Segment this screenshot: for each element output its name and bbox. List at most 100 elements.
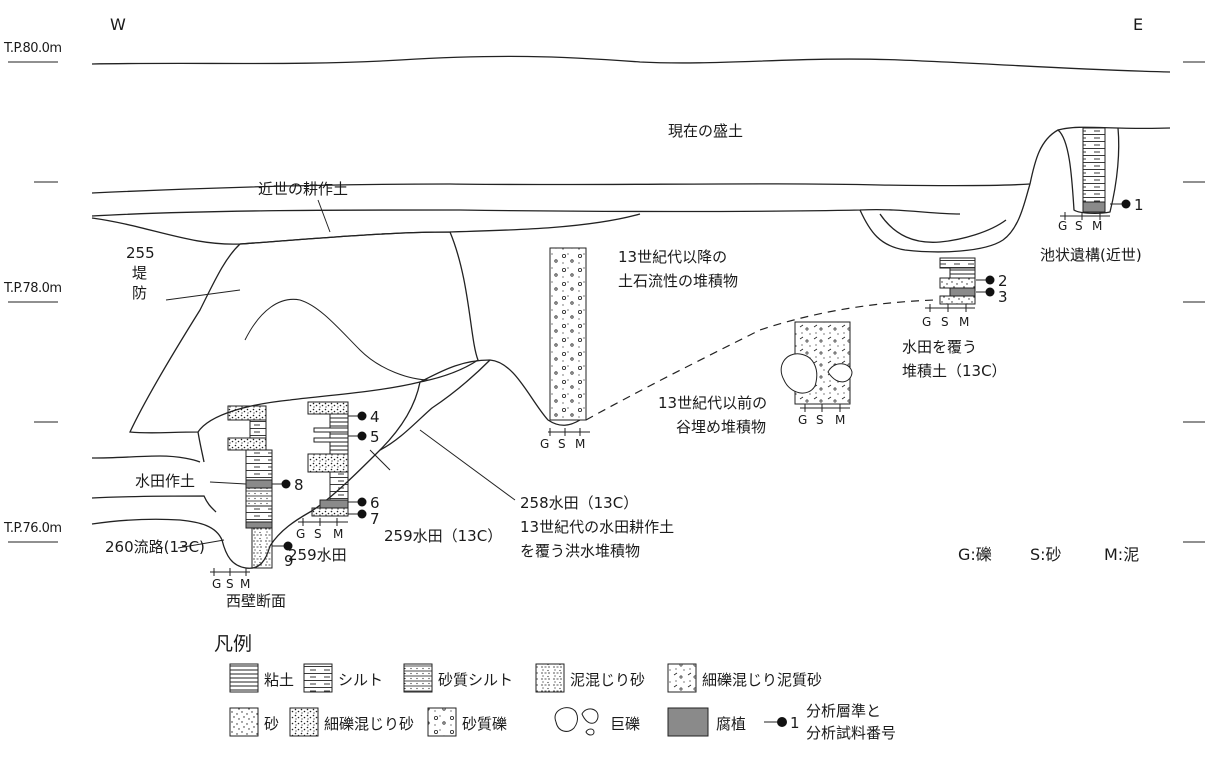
west-column xyxy=(307,401,349,415)
svg-text:S: S xyxy=(816,413,824,427)
svg-text:G: G xyxy=(212,577,221,591)
svg-text:6: 6 xyxy=(370,494,380,512)
sample-marker-7: 7 xyxy=(348,509,380,528)
grain-key-g: G:礫 xyxy=(958,545,992,564)
sample-marker-1: 1 xyxy=(1110,196,1144,214)
svg-text:泥混じり砂: 泥混じり砂 xyxy=(570,671,645,689)
svg-text:S: S xyxy=(1075,219,1083,233)
cultivated-soil-base-line xyxy=(91,208,961,217)
legend-item-humus: 腐植 xyxy=(667,707,746,737)
sample-marker-6: 6 xyxy=(348,494,380,512)
boulder-large xyxy=(780,353,818,394)
svg-text:M: M xyxy=(333,527,343,541)
legend-item-pebbly-sand: 細礫混じり砂 xyxy=(289,707,414,737)
valley-fill-dashed-line xyxy=(585,299,936,421)
valley-fill-label-1: 13世紀代以前の xyxy=(658,394,767,412)
pond-column-humus xyxy=(1082,201,1106,213)
paddy-258-label-1: 258水田（13C） xyxy=(520,494,638,512)
early-modern-soil-label: 近世の耕作土 xyxy=(258,180,348,198)
sample-marker-5: 5 xyxy=(348,428,380,446)
west-column xyxy=(313,427,349,433)
west-column xyxy=(249,419,267,439)
legend-item-sandy-silt: 砂質シルト xyxy=(403,663,513,693)
modern-fill-label: 現在の盛土 xyxy=(668,122,743,140)
paddy-258-line xyxy=(379,359,491,451)
levee-label-2: 防 xyxy=(132,284,147,302)
svg-text:1: 1 xyxy=(790,714,800,732)
svg-text:S: S xyxy=(941,315,949,329)
legend-item-sample-marker: 1 分析層準と 分析試料番号 xyxy=(764,702,896,742)
svg-text:M: M xyxy=(835,413,845,427)
west-column xyxy=(329,471,349,501)
modern-fill-edge xyxy=(1057,126,1171,131)
sample-marker-3: 3 xyxy=(976,287,1008,306)
west-column xyxy=(227,405,267,421)
svg-text:G: G xyxy=(798,413,807,427)
paddy-258-label-3: を覆う洪水堆積物 xyxy=(520,542,640,560)
ground-surface-line xyxy=(91,55,1171,73)
elevation-78m: T.P.78.0m xyxy=(3,281,62,296)
legend-item-pebbly-muddy-sand: 細礫混じり泥質砂 xyxy=(667,663,822,693)
grain-axis: G S M xyxy=(798,404,850,427)
svg-text:8: 8 xyxy=(294,476,304,494)
west-column xyxy=(245,487,273,507)
svg-text:1: 1 xyxy=(1134,196,1144,214)
svg-text:細礫混じり泥質砂: 細礫混じり泥質砂 xyxy=(702,671,822,689)
legend-item-clay: 粘土 xyxy=(229,663,294,693)
west-column xyxy=(319,499,349,509)
paddy-soil-line xyxy=(91,495,217,513)
svg-text:砂質シルト: 砂質シルト xyxy=(438,671,513,689)
debris-flow-label-1: 13世紀代以降の xyxy=(618,248,727,266)
svg-text:巨礫: 巨礫 xyxy=(610,715,640,733)
svg-text:腐植: 腐植 xyxy=(716,715,746,733)
west-wall-label: 西壁断面 xyxy=(226,592,286,610)
debris-column xyxy=(549,247,587,421)
pond-column xyxy=(1082,127,1106,203)
grain-key-m: M:泥 xyxy=(1104,545,1139,564)
west-column xyxy=(245,521,273,529)
boulder-small xyxy=(827,363,853,383)
paddy-259-13c-label: 259水田（13C） xyxy=(384,527,502,545)
svg-text:G: G xyxy=(540,437,549,451)
levee-number-label: 255 xyxy=(126,244,155,262)
leader-line xyxy=(317,199,331,233)
svg-text:7: 7 xyxy=(370,510,380,528)
paddy-cover-label-2: 堆積土（13C） xyxy=(902,362,1007,380)
svg-text:砂質礫: 砂質礫 xyxy=(462,715,507,733)
leader-line xyxy=(177,539,225,549)
channel-260-label: 260流路(13C) xyxy=(105,538,205,556)
legend-item-boulder: 巨礫 xyxy=(554,707,640,736)
sample-marker-9: 9 xyxy=(272,541,294,570)
west-column xyxy=(307,453,349,473)
levee-label-1: 堤 xyxy=(132,264,147,282)
west-column xyxy=(251,527,273,569)
levee-inner-line xyxy=(244,298,431,381)
paddy-cover-column xyxy=(949,267,976,279)
svg-text:細礫混じり砂: 細礫混じり砂 xyxy=(324,715,414,733)
west-column xyxy=(227,437,267,451)
right-bowl-line xyxy=(859,183,1031,253)
west-label: W xyxy=(110,15,126,34)
svg-text:9: 9 xyxy=(284,552,294,570)
valley-fill-label-2: 谷埋め堆積物 xyxy=(676,418,766,436)
svg-text:G: G xyxy=(1058,219,1067,233)
west-column xyxy=(245,479,273,489)
grain-axis: G S M xyxy=(540,428,590,451)
sample-marker-4: 4 xyxy=(348,408,380,426)
legend-item-silt: シルト xyxy=(303,663,383,693)
paddy-cover-column xyxy=(939,277,976,289)
west-column xyxy=(329,413,349,455)
leader-line xyxy=(419,429,516,501)
svg-text:M: M xyxy=(575,437,585,451)
svg-text:S: S xyxy=(558,437,566,451)
west-column xyxy=(245,505,273,523)
paddy-259-line xyxy=(269,381,421,547)
grain-axis: G S M xyxy=(296,518,348,541)
svg-text:G: G xyxy=(296,527,305,541)
sample-marker-2: 2 xyxy=(976,272,1008,290)
grain-axis: G S M xyxy=(210,568,250,591)
svg-text:M: M xyxy=(1092,219,1102,233)
right-bowl-inner xyxy=(879,213,1007,243)
leader-line xyxy=(165,289,241,301)
